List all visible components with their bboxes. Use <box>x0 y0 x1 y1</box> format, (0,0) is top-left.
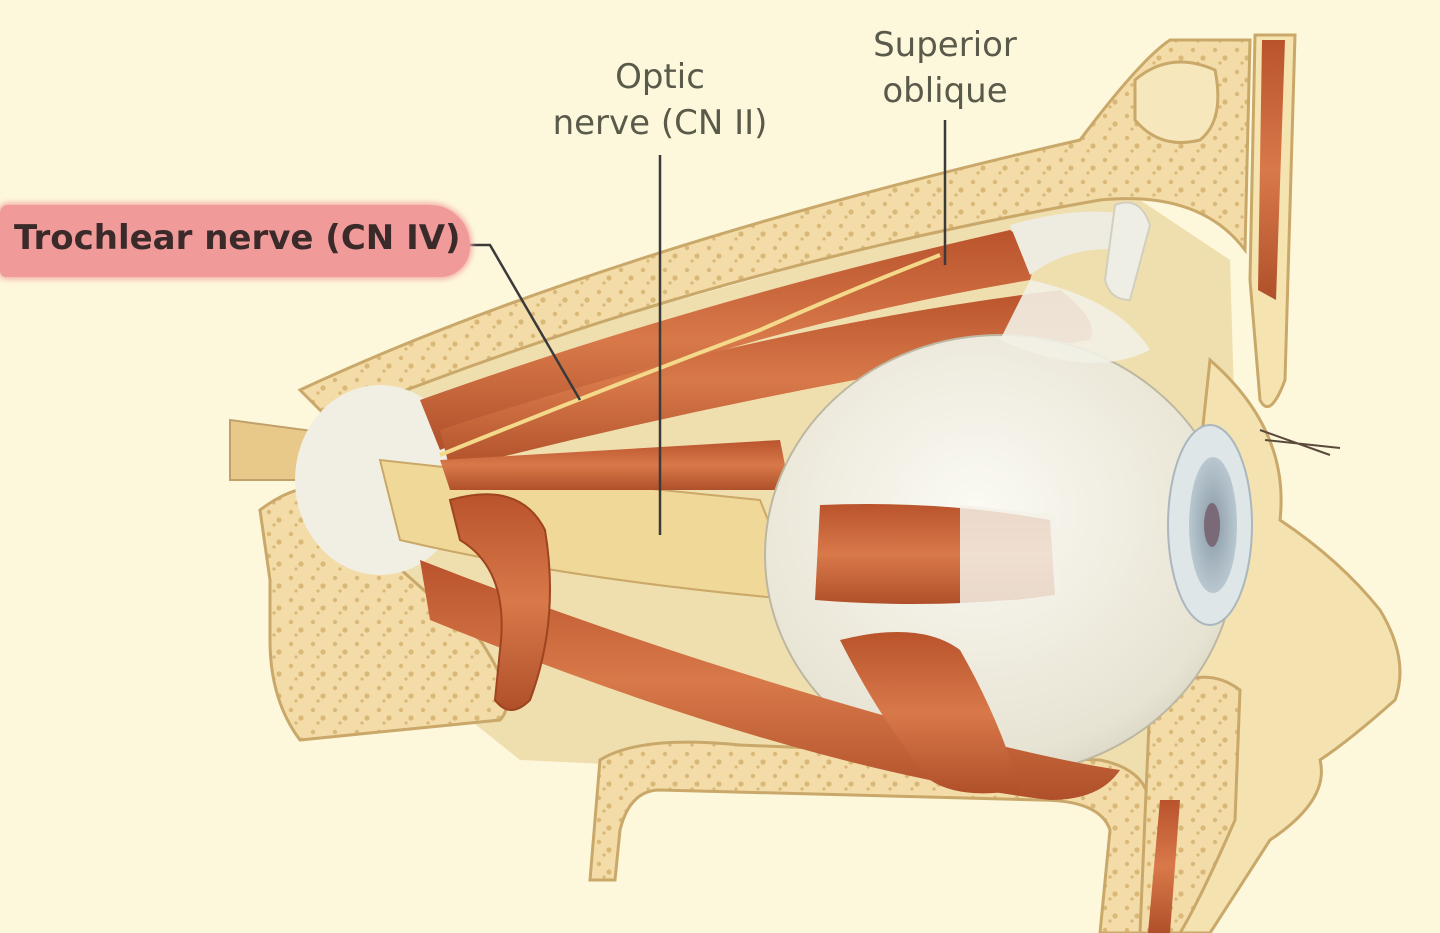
trochlear-nerve-label: Trochlear nerve (CN IV) <box>14 218 461 258</box>
optic-nerve-label: Optic nerve (CN II) <box>540 54 780 146</box>
optic-label-line2: nerve (CN II) <box>552 103 768 143</box>
superior-oblique-tendon <box>1010 211 1138 275</box>
superior-rectus <box>440 290 1092 470</box>
medial-rectus-cut <box>448 493 551 711</box>
pupil <box>1204 503 1220 547</box>
inferior-oblique <box>840 632 1020 794</box>
eyelashes <box>1259 429 1341 456</box>
superior-rectus-insertion <box>1000 280 1150 363</box>
orbicularis-lower <box>1148 800 1180 933</box>
superior-label-line2: oblique <box>882 71 1008 111</box>
frontal-sinus <box>1133 60 1220 144</box>
frontalis-muscle <box>1258 40 1285 300</box>
trochlea <box>1103 201 1152 302</box>
medial-rectus-upper <box>440 440 790 490</box>
optic-label-line1: Optic <box>615 57 705 97</box>
superior-label-line1: Superior <box>873 25 1017 65</box>
superior-oblique-label: Superior oblique <box>840 22 1050 114</box>
lateral-rectus-tendon <box>960 505 1060 605</box>
trochlear-nerve-path <box>439 253 941 457</box>
trochlear-highlight <box>0 205 470 277</box>
